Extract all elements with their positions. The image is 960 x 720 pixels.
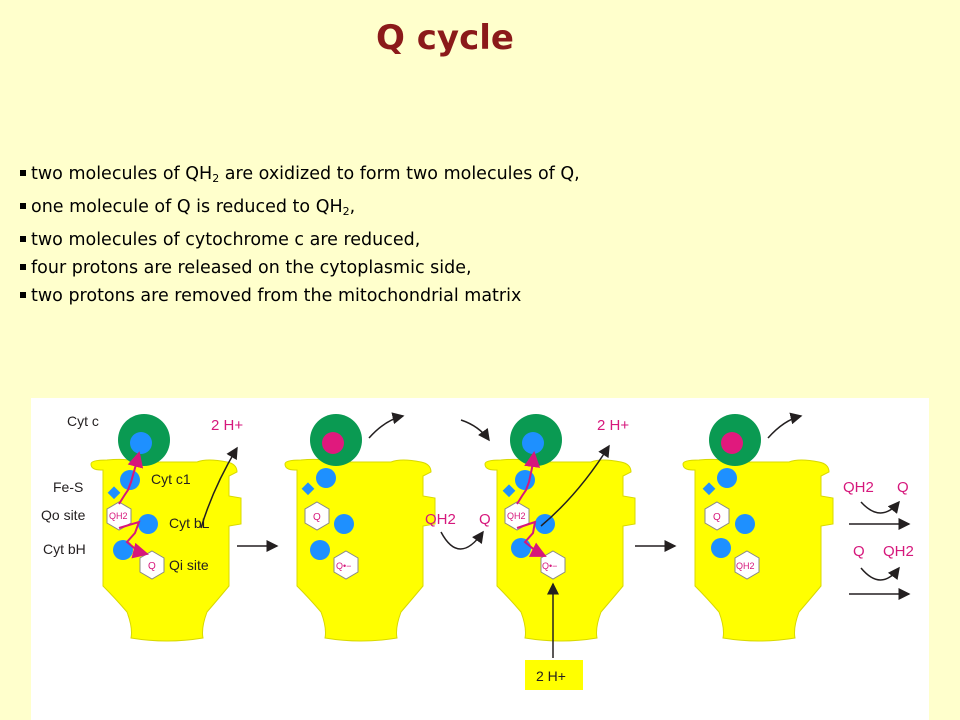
qi-site-label: Qi site xyxy=(169,557,209,573)
heme-bh-icon xyxy=(711,538,731,558)
cyt-c-label: Cyt c xyxy=(67,413,99,429)
bullet-item: four protons are released on the cytopla… xyxy=(20,254,580,282)
q-exchange-arrow-icon xyxy=(440,530,484,550)
qo-site-label: Qo site xyxy=(41,507,86,523)
heme-c-icon xyxy=(130,432,152,454)
electron-path-icon xyxy=(516,451,541,505)
q-out-label: Q xyxy=(897,479,909,496)
qh2-hexagon-icon xyxy=(106,501,132,531)
bullet-item: two molecules of QH2 are oxidized to for… xyxy=(20,160,580,193)
heme-bl-icon xyxy=(735,514,755,534)
q-exchange-arrow-icon xyxy=(860,566,900,581)
bullet-list: two molecules of QH2 are oxidized to for… xyxy=(20,160,580,310)
bullet-marker-icon xyxy=(20,236,26,242)
proton-release-arrow-icon xyxy=(540,444,610,527)
bullet-marker-icon xyxy=(20,264,26,270)
electron-path-icon xyxy=(118,451,144,505)
cyt-c-bind-arrow-icon xyxy=(460,419,490,442)
cyt-bh-label: Cyt bH xyxy=(43,541,86,557)
matrix-protons-box xyxy=(525,660,583,690)
protons-out-label: 2 H+ xyxy=(597,417,629,434)
heme-c1-icon xyxy=(316,468,336,488)
semiquinone-hexagon-icon xyxy=(333,550,359,580)
bullet-item: two molecules of cytochrome c are reduce… xyxy=(20,226,580,254)
bullet-marker-icon xyxy=(20,292,26,298)
q-label: Q xyxy=(313,512,321,523)
heme-c1-icon xyxy=(717,468,737,488)
electron-path-icon xyxy=(516,520,547,557)
heme-bh-icon xyxy=(310,540,330,560)
qh2-hexagon-icon xyxy=(504,501,530,531)
proton-release-arrow-icon xyxy=(200,446,238,529)
complex-panel-2: Q Q•− xyxy=(284,412,436,642)
reduced-heme-c-icon xyxy=(721,432,743,454)
page-title: Q cycle xyxy=(376,18,514,58)
q-exchange-arrow-icon xyxy=(860,500,900,514)
protons-in-label: 2 H+ xyxy=(536,668,566,684)
heme-c1-icon xyxy=(120,470,140,490)
semiquinone-label: Q•− xyxy=(542,561,557,571)
qh2-label: QH2 xyxy=(507,511,526,521)
heme-bl-icon xyxy=(138,514,158,534)
fe-s-label: Fe-S xyxy=(53,479,83,495)
cyt-bl-label: Cyt bL xyxy=(169,515,210,531)
heme-c1-icon xyxy=(515,470,535,490)
reduced-heme-c-icon xyxy=(322,432,344,454)
semiquinone-hexagon-icon xyxy=(540,550,566,580)
bullet-marker-icon xyxy=(20,170,26,176)
q-label: Q xyxy=(148,561,156,572)
qh2-out-label: QH2 xyxy=(883,543,914,560)
semiquinone-label: Q•− xyxy=(336,561,351,571)
heme-bh-icon xyxy=(113,540,133,560)
cyt-c1-label: Cyt c1 xyxy=(151,471,191,487)
complex-panel-4: Q QH2 xyxy=(682,412,834,642)
cyt-c-release-arrow-icon xyxy=(368,412,405,439)
qh2-in-label: QH2 xyxy=(425,511,456,528)
qh2-label: QH2 xyxy=(109,511,128,521)
bullet-item: two protons are removed from the mitocho… xyxy=(20,282,580,310)
q-cycle-diagram: QH2 Q 2 H+ Cyt c Fe-S Qo site Cyt bH Cyt… xyxy=(31,398,929,720)
heme-bl-icon xyxy=(334,514,354,534)
q-in-label: Q xyxy=(853,543,865,560)
complex-panel-3: QH2 Q•− 2 H+ 2 H+ xyxy=(484,414,636,690)
bullet-item: one molecule of Q is reduced to QH2, xyxy=(20,193,580,226)
qh2-in-label: QH2 xyxy=(843,479,874,496)
q-out-label: Q xyxy=(479,511,491,528)
protons-out-label: 2 H+ xyxy=(211,417,243,434)
q-hexagon-icon xyxy=(304,501,330,531)
heme-c-icon xyxy=(522,432,544,454)
cyt-c-release-arrow-icon xyxy=(767,412,803,439)
q-label: Q xyxy=(713,512,721,523)
q-hexagon-icon xyxy=(704,501,730,531)
bullet-marker-icon xyxy=(20,203,26,209)
qh2-hexagon-icon xyxy=(734,550,760,580)
complex-panel-1: QH2 Q 2 H+ xyxy=(90,414,243,642)
qh2-label: QH2 xyxy=(736,561,755,571)
heme-bh-icon xyxy=(511,538,531,558)
q-cycle-svg: QH2 Q 2 H+ Cyt c Fe-S Qo site Cyt bH Cyt… xyxy=(41,412,914,690)
electron-path-icon xyxy=(118,520,149,559)
